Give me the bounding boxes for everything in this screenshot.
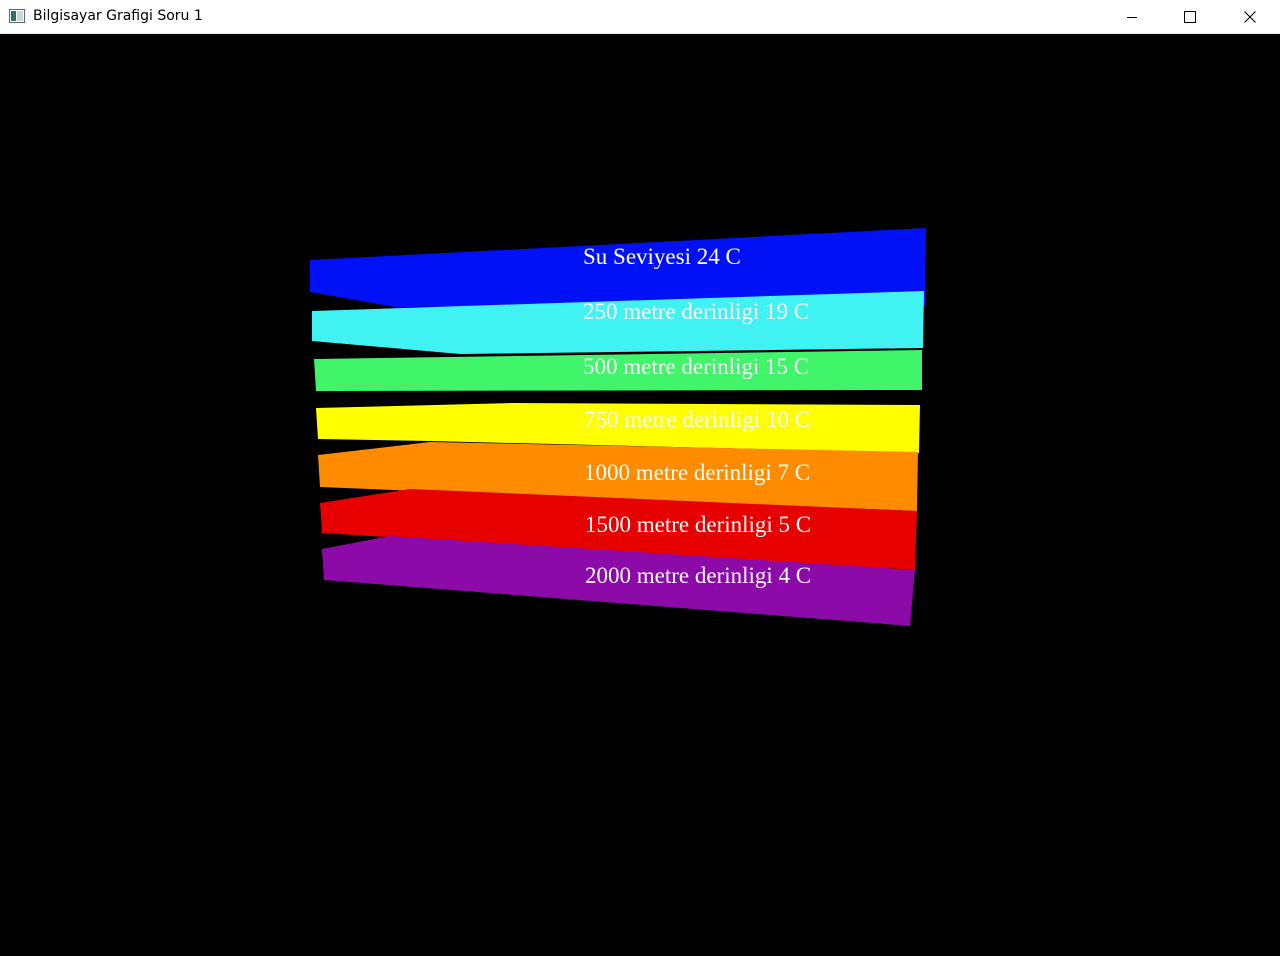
- close-icon: [1243, 10, 1256, 23]
- app-window-icon: [9, 9, 25, 23]
- layer-label-1: 250 metre derinligi 19 C: [583, 299, 809, 324]
- title-bar[interactable]: Bilgisayar Grafigi Soru 1: [0, 0, 1280, 34]
- window-title: Bilgisayar Grafigi Soru 1: [33, 8, 203, 24]
- minimize-icon: [1127, 16, 1137, 18]
- layer-band-5: [320, 489, 917, 570]
- render-viewport: Su Seviyesi 24 C 250 metre derinligi 19 …: [0, 34, 1280, 956]
- layer-label-4: 1000 metre derinligi 7 C: [584, 460, 810, 485]
- layer-label-0: Su Seviyesi 24 C: [583, 244, 741, 269]
- minimize-button[interactable]: [1103, 0, 1161, 33]
- layer-band-1: [312, 291, 924, 354]
- layer-label-6: 2000 metre derinligi 4 C: [585, 563, 811, 588]
- ocean-layers-scene: Su Seviyesi 24 C 250 metre derinligi 19 …: [310, 228, 926, 626]
- layer-band-6: [322, 536, 915, 626]
- layer-label-3: 750 metre derinligi 10 C: [584, 407, 810, 432]
- maximize-icon: [1184, 10, 1196, 23]
- layer-label-2: 500 metre derinligi 15 C: [583, 354, 809, 379]
- layer-label-5: 1500 metre derinligi 5 C: [585, 512, 811, 537]
- layer-band-2: [314, 350, 922, 391]
- maximize-button[interactable]: [1161, 0, 1219, 33]
- layer-band-0: [310, 228, 926, 307]
- layer-band-3: [316, 403, 920, 453]
- close-button[interactable]: [1219, 0, 1280, 33]
- layer-band-4: [318, 442, 918, 511]
